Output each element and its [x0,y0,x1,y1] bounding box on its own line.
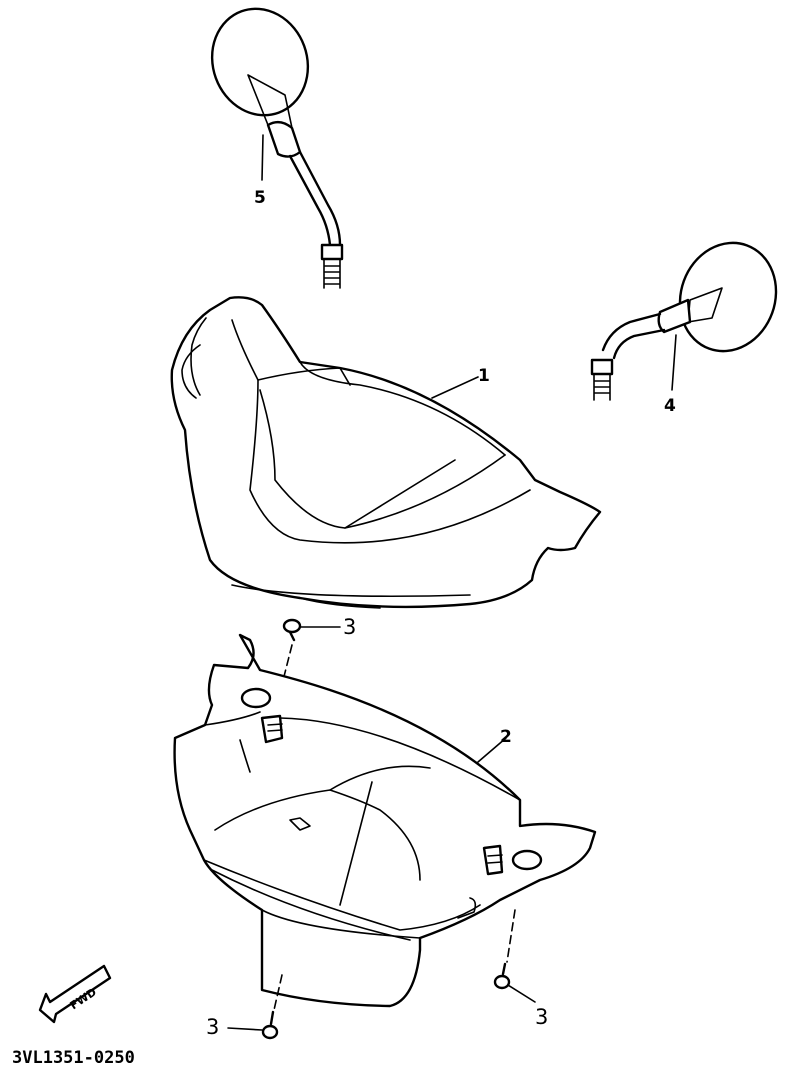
lower-handle-cover-part-2 [173,633,597,1008]
screw-right-part-3 [493,909,536,1003]
callout-3b: 3 [535,1005,548,1029]
callout-5: 5 [254,188,266,208]
fwd-arrow-icon: FWD [38,964,112,1024]
callout-1: 1 [478,366,490,386]
callout-4: 4 [664,396,676,416]
drawing-code: 3VL1351-0250 [12,1048,135,1068]
mirror-left-part-5 [210,7,344,289]
leader-line-2 [477,737,507,763]
screw-bottom-part-3 [227,974,283,1040]
callout-3c: 3 [206,1015,219,1039]
callout-3a: 3 [343,615,356,639]
callout-2: 2 [500,727,512,747]
leader-line-5 [261,134,264,181]
mirror-right-part-4 [590,241,778,401]
upper-handle-cover-part-1 [170,296,602,609]
leader-line-1 [431,376,479,399]
leader-line-4 [671,334,677,391]
